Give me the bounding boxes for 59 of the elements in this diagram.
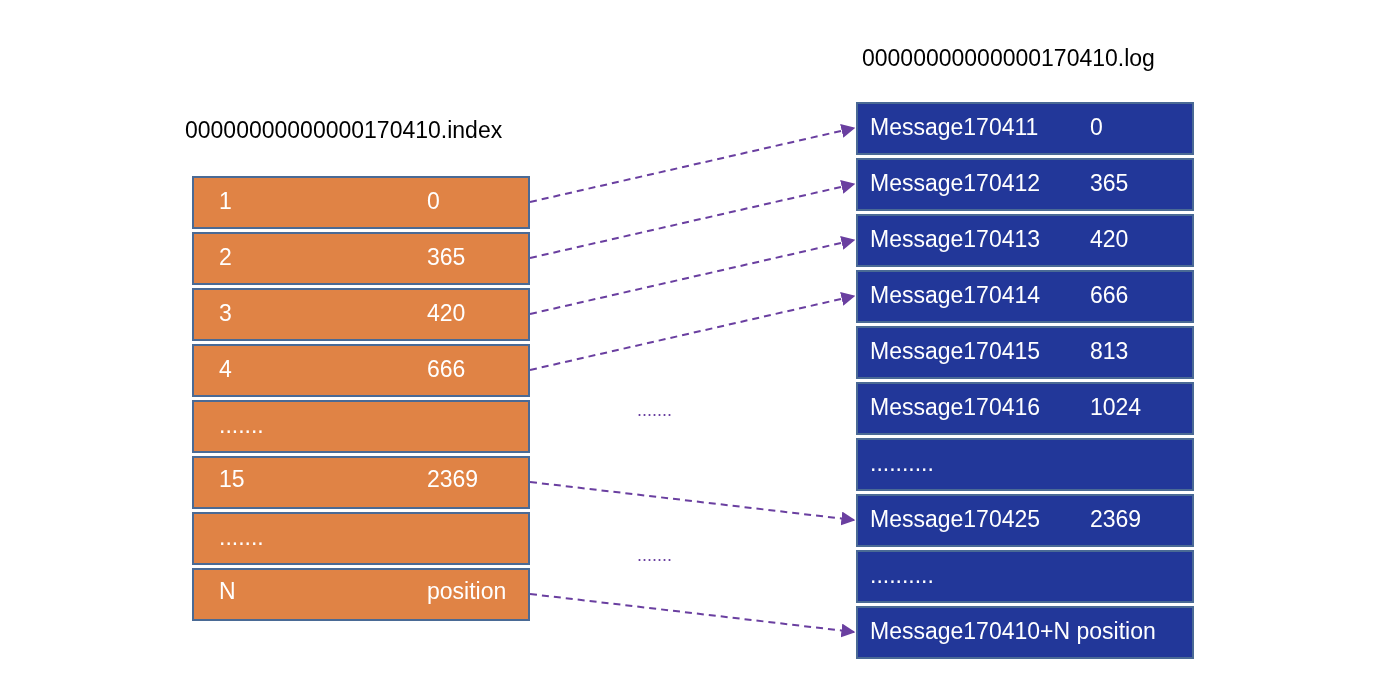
file-name: 00000000000000170410.log bbox=[862, 45, 1155, 72]
entry-position: 666 bbox=[427, 356, 466, 383]
dashed-arrow bbox=[529, 593, 856, 638]
index-entry-row bbox=[192, 232, 530, 285]
dashed-arrow bbox=[529, 292, 856, 371]
entry-position: 0 bbox=[1090, 114, 1103, 141]
entry-key: ....... bbox=[219, 412, 264, 439]
log-message-row bbox=[856, 438, 1194, 491]
index-entry-row bbox=[192, 176, 530, 229]
log-message-row bbox=[856, 382, 1194, 435]
entry-position: 420 bbox=[1090, 226, 1129, 253]
log-message-row bbox=[856, 270, 1194, 323]
entry-key: .......... bbox=[870, 562, 934, 589]
entry-position: 420 bbox=[427, 300, 466, 327]
ellipsis: ....... bbox=[637, 400, 672, 421]
dashed-arrow bbox=[529, 236, 856, 315]
index-entry-row bbox=[192, 456, 530, 509]
log-message-row bbox=[856, 214, 1194, 267]
entry-key: Message170425 bbox=[870, 506, 1041, 533]
entry-key: 4 bbox=[219, 356, 232, 383]
entry-key: Message170410+N position bbox=[870, 618, 1156, 645]
entry-key: Message170414 bbox=[870, 282, 1041, 309]
entry-position: position bbox=[427, 578, 507, 605]
entry-key: Message170415 bbox=[870, 338, 1041, 365]
entry-key: Message170412 bbox=[870, 170, 1041, 197]
log-message-row bbox=[856, 158, 1194, 211]
entry-key: 2 bbox=[219, 244, 232, 271]
entry-position: 365 bbox=[427, 244, 466, 271]
entry-key: Message170411 bbox=[870, 114, 1039, 141]
log-message-row bbox=[856, 550, 1194, 603]
log-message-row bbox=[856, 494, 1194, 547]
index-entry-row bbox=[192, 344, 530, 397]
log-message-row bbox=[856, 606, 1194, 659]
entry-position: 813 bbox=[1090, 338, 1129, 365]
index-entry-row bbox=[192, 512, 530, 565]
entry-position: 1024 bbox=[1090, 394, 1142, 421]
index-entry-row bbox=[192, 400, 530, 453]
dashed-arrow bbox=[529, 180, 856, 259]
log-message-row bbox=[856, 102, 1194, 155]
dashed-arrow bbox=[529, 481, 856, 526]
entry-position: 2369 bbox=[427, 466, 479, 493]
index-entry-row bbox=[192, 568, 530, 621]
entry-key: 3 bbox=[219, 300, 232, 327]
dashed-arrow bbox=[529, 124, 856, 203]
entry-position: 666 bbox=[1090, 282, 1129, 309]
entry-key: Message170413 bbox=[870, 226, 1041, 253]
entry-position: 365 bbox=[1090, 170, 1129, 197]
entry-key: N bbox=[219, 578, 236, 605]
file-name: 00000000000000170410.index bbox=[185, 117, 503, 144]
entry-key: 1 bbox=[219, 188, 232, 215]
entry-key: 15 bbox=[219, 466, 245, 493]
log-message-row bbox=[856, 326, 1194, 379]
index-entry-row bbox=[192, 288, 530, 341]
ellipsis: ....... bbox=[637, 545, 672, 566]
entry-position: 2369 bbox=[1090, 506, 1142, 533]
entry-key: ....... bbox=[219, 524, 264, 551]
entry-key: Message170416 bbox=[870, 394, 1041, 421]
entry-key: .......... bbox=[870, 450, 934, 477]
entry-position: 0 bbox=[427, 188, 440, 215]
